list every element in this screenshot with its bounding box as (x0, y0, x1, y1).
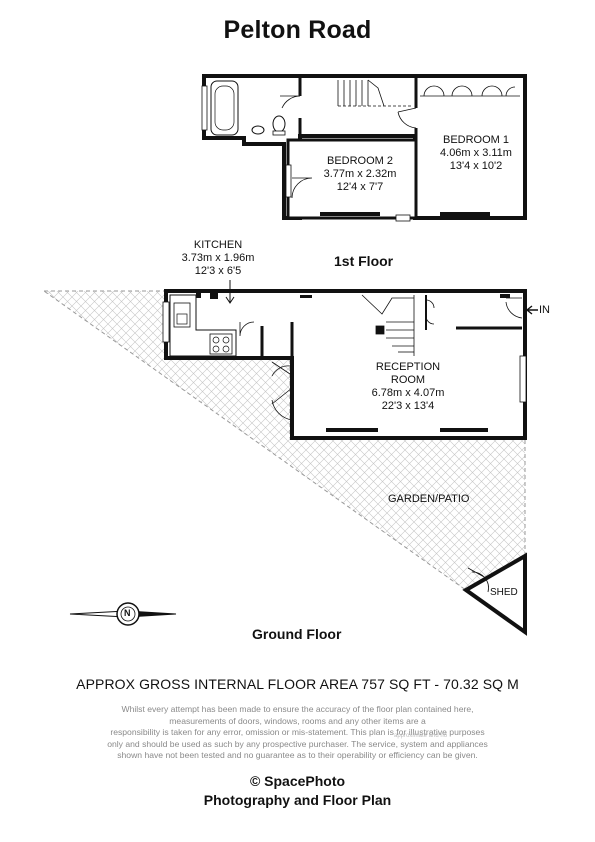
disclaimer: Whilst every attempt has been made to en… (60, 704, 535, 762)
disclaimer-line: only and should be used as such by any p… (107, 738, 488, 749)
kitchen-label: KITCHEN 3.73m x 1.96m 12'3 x 6'5 (168, 239, 268, 278)
brand-line2: Photography and Floor Plan (203, 792, 392, 808)
window-bath (201, 85, 208, 131)
first-floor-label: 1st Floor (334, 253, 394, 269)
disclaimer-line: responsibility is taken for any error, o… (110, 727, 485, 737)
rear-door-icon (271, 361, 291, 377)
radiator-top-2 (500, 294, 510, 298)
shed-label: SHED (490, 587, 518, 598)
reception-name-line1: RECEPTION (375, 361, 441, 373)
compass-inner-ring (120, 606, 136, 622)
hob-icon (209, 333, 233, 355)
kitchen-name: KITCHEN (193, 239, 243, 251)
window-kitchen (162, 301, 170, 343)
page-title: Pelton Road (223, 16, 372, 44)
disclaimer-line: shown have not been tested and no guaran… (117, 750, 478, 760)
first-floor-stairs-icon (337, 79, 412, 107)
ground-floor-stairs-icon (361, 294, 415, 356)
radiator-top (300, 295, 312, 298)
kitchen-door-icon (239, 321, 255, 337)
disclaimer-line: measurements of doors, windows, rooms an… (169, 715, 426, 726)
boiler-icon (210, 293, 218, 299)
window-bedroom2-side (285, 164, 292, 198)
shed-outline (462, 552, 527, 636)
watermark-text: approximate and no (394, 733, 448, 739)
radiator-reception-1 (326, 428, 378, 432)
vent-icon (196, 293, 201, 298)
reception-imperial: 22'3 x 13'4 (381, 400, 435, 412)
entrance-arrow-icon (525, 305, 538, 315)
bedroom2-name: BEDROOM 2 (326, 155, 393, 167)
reception-name-line2: ROOM (390, 374, 426, 386)
bedroom1-metric: 4.06m x 3.11m (440, 147, 512, 159)
ground-floor-outline (164, 289, 527, 440)
compass-n-label: N (124, 608, 131, 618)
reception-label: RECEPTION ROOM 6.78m x 4.07m 22'3 x 13'4 (358, 361, 458, 413)
bedroom2-metric: 3.77m x 2.32m (323, 168, 397, 180)
hob-ring (212, 345, 220, 353)
radiator-bedroom1 (440, 212, 490, 216)
toilet-cistern (272, 130, 286, 136)
bedroom2-label: BEDROOM 2 3.77m x 2.32m 12'4 x 7'7 (314, 155, 406, 194)
wardrobe-icon (420, 85, 520, 97)
kitchen-imperial: 12'3 x 6'5 (194, 265, 242, 277)
entrance-label: IN (539, 304, 550, 316)
garden-label: GARDEN/PATIO (388, 493, 470, 505)
disclaimer-line: Whilst every attempt has been made to en… (121, 704, 474, 714)
hob-ring (222, 345, 230, 353)
radiator-reception-2 (440, 428, 488, 432)
sink-bowl (176, 313, 188, 325)
patio-door-icon (271, 387, 293, 421)
bathroom-door-icon (280, 95, 301, 109)
bedroom1-label: BEDROOM 1 4.06m x 3.11m 13'4 x 10'2 (430, 134, 522, 173)
kitchen-pointer-icon (225, 280, 235, 304)
toilet-icon (272, 115, 286, 133)
bedroom2-imperial: 12'4 x 7'7 (336, 181, 384, 193)
compass (69, 602, 177, 626)
brand-block: © SpacePhoto Photography and Floor Plan (0, 772, 595, 810)
basin-icon (251, 125, 265, 135)
bath-inner (214, 85, 235, 131)
bedroom1-name: BEDROOM 1 (442, 134, 509, 146)
kitchen-metric: 3.73m x 1.96m (181, 252, 255, 264)
ground-floor-plan (42, 280, 538, 636)
brand-line1: © SpacePhoto (249, 773, 346, 789)
bedroom1-imperial: 13'4 x 10'2 (449, 160, 503, 172)
radiator-bedroom2 (320, 212, 380, 216)
gross-area-text: APPROX GROSS INTERNAL FLOOR AREA 757 SQ … (76, 676, 519, 692)
shed-door-icon (467, 567, 489, 593)
reception-metric: 6.78m x 4.07m (371, 387, 445, 399)
window-bedroom2-rear (395, 214, 411, 222)
bedroom2-door-icon (291, 177, 313, 199)
ground-floor-label: Ground Floor (252, 626, 342, 642)
compass-circle (116, 602, 140, 626)
hob-ring (212, 336, 220, 344)
first-floor-plan (201, 74, 527, 222)
hob-ring (222, 336, 230, 344)
window-reception-front (519, 355, 527, 403)
bedroom1-door-icon (397, 107, 417, 129)
